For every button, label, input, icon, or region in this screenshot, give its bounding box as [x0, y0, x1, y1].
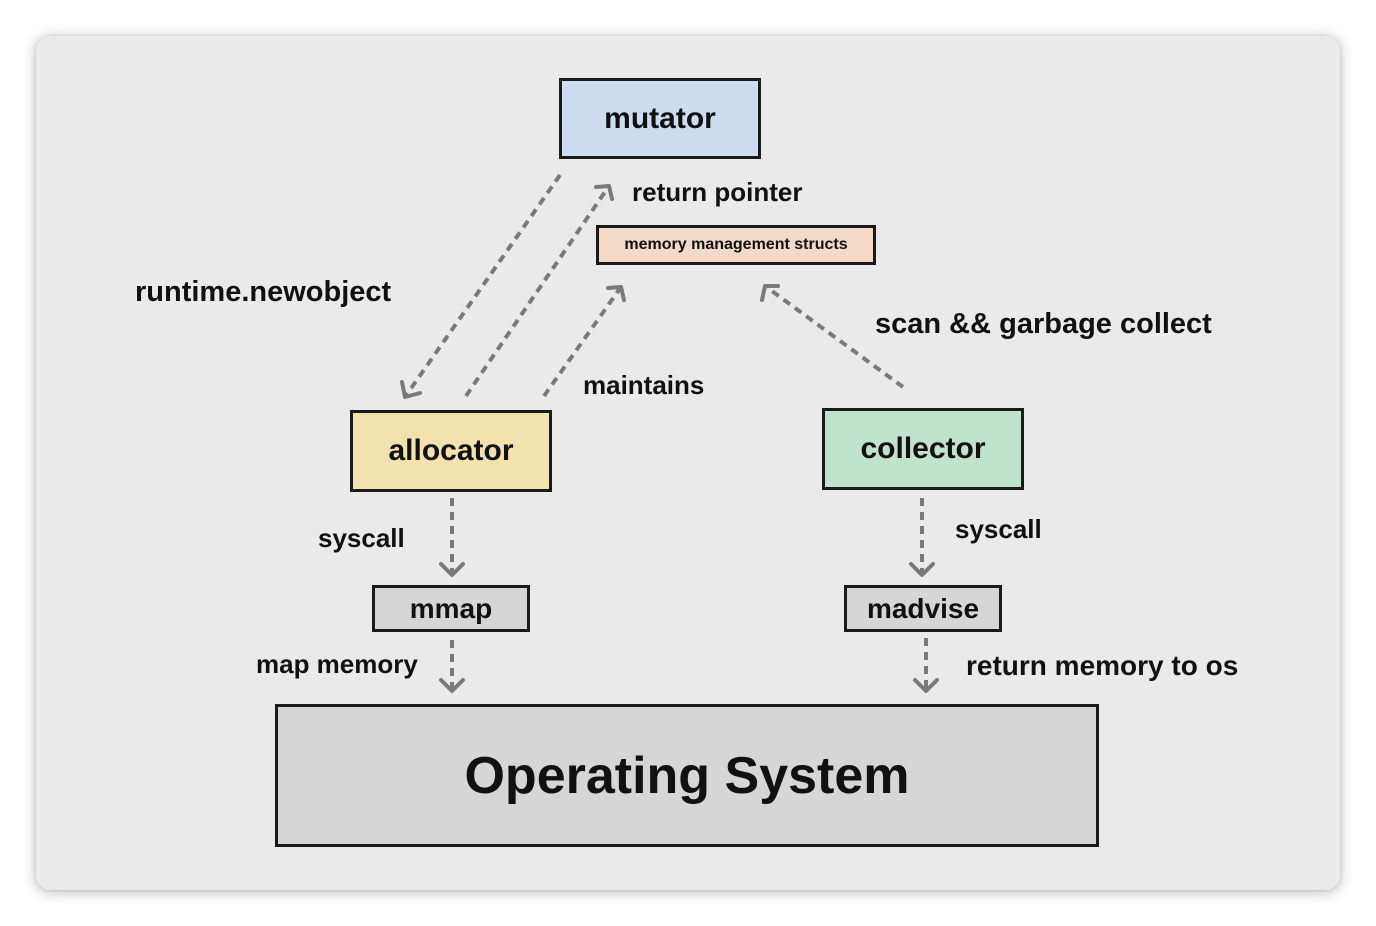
label-map-memory: map memory	[256, 649, 418, 679]
madvise-box: madvise	[844, 585, 1002, 632]
arrow-scan-gc	[763, 284, 905, 389]
mutator-label: mutator	[604, 101, 716, 135]
mutator-box: mutator	[559, 78, 761, 159]
arrowhead-mmap	[439, 562, 465, 577]
memory-structs-box: memory management structs	[596, 225, 876, 265]
mmap-box: mmap	[372, 585, 530, 632]
label-return-pointer: return pointer	[632, 177, 803, 207]
arrowhead-return-memory	[913, 678, 939, 693]
arrowhead-map-memory	[439, 678, 465, 693]
label-syscall-allocator: syscall	[318, 523, 405, 553]
operating-system-label: Operating System	[464, 746, 910, 805]
arrowhead-scan-gc	[760, 284, 780, 302]
label-maintains: maintains	[583, 370, 705, 400]
allocator-box: allocator	[350, 410, 552, 492]
operating-system-box: Operating System	[275, 704, 1099, 847]
label-syscall-collector: syscall	[955, 514, 1042, 544]
arrow-newobject	[403, 173, 562, 399]
arrowhead-return-pointer	[594, 184, 614, 201]
label-scan-garbage-collect: scan && garbage collect	[875, 308, 1212, 340]
allocator-label: allocator	[388, 434, 514, 467]
madvise-label: madvise	[866, 592, 980, 624]
memory-structs-label: memory management structs	[624, 236, 848, 253]
label-runtime-newobject: runtime.newobject	[135, 276, 392, 308]
mmap-label: mmap	[409, 592, 493, 624]
collector-box: collector	[822, 408, 1024, 490]
label-return-memory-to-os: return memory to os	[966, 650, 1239, 681]
arrow-return-pointer	[464, 184, 611, 398]
arrowhead-maintains	[606, 285, 626, 302]
arrowhead-newobject	[400, 380, 422, 399]
arrowhead-madvise	[909, 562, 935, 577]
collector-label: collector	[860, 432, 986, 465]
